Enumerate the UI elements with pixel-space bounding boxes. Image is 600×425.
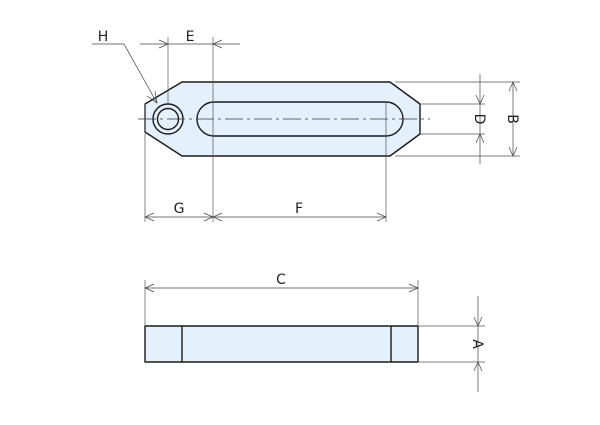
label-b: B [504, 114, 520, 124]
dimension-a: A [469, 296, 485, 392]
side-view [144, 325, 419, 363]
label-c: C [276, 272, 286, 288]
label-a: A [469, 339, 485, 349]
dimension-c: C [144, 272, 419, 293]
dimension-h: H [92, 29, 158, 104]
dimension-f: F [212, 201, 387, 222]
dimension-e: E [140, 29, 240, 49]
dimension-g: G [144, 201, 214, 222]
label-f: F [295, 201, 303, 217]
extension-lines [144, 37, 520, 363]
dimension-b: B [504, 81, 520, 157]
side-view-body [144, 325, 419, 363]
dimension-d: D [471, 74, 487, 164]
label-h: H [98, 29, 109, 45]
label-g: G [174, 201, 185, 217]
label-d: D [471, 114, 487, 125]
label-e: E [186, 29, 195, 45]
